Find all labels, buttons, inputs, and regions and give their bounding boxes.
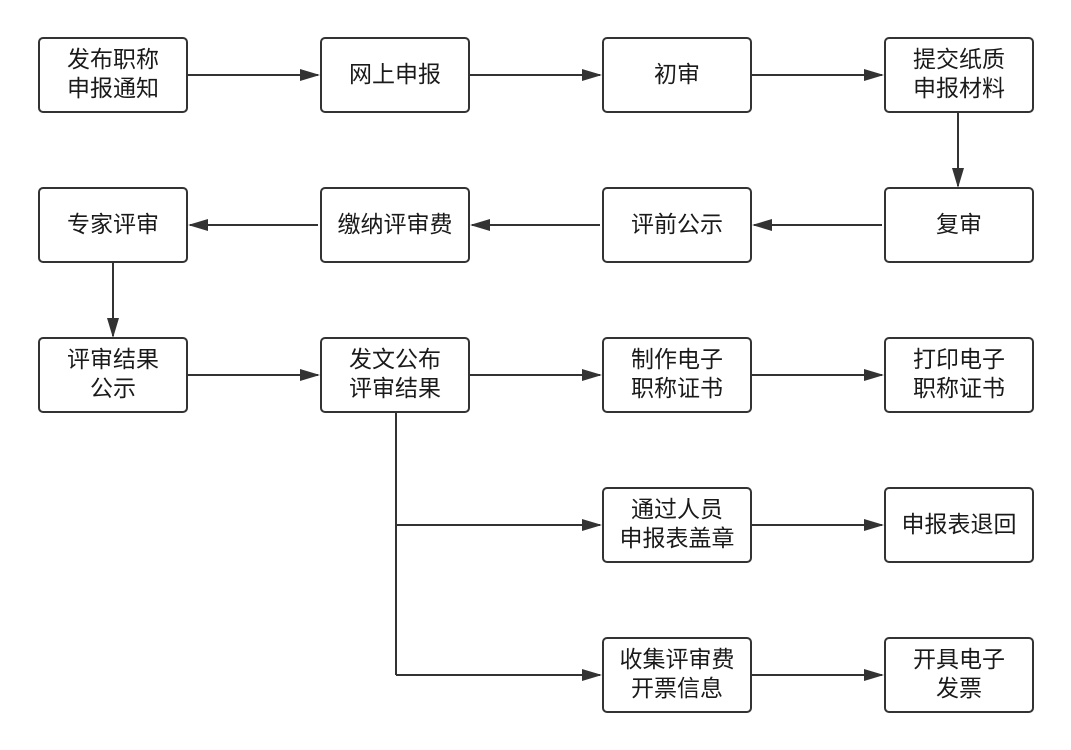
step-return-form: 申报表退回 — [884, 487, 1034, 563]
step-make-cert-label: 制作电子 职称证书 — [631, 347, 723, 402]
step-issue-invoice-label: 开具电子 发票 — [913, 647, 1005, 702]
step-re-review-label: 复审 — [936, 211, 982, 238]
step-re-review: 复审 — [884, 187, 1034, 263]
step-expert-review-label: 专家评审 — [67, 211, 159, 238]
step-submit-paper: 提交纸质 申报材料 — [884, 37, 1034, 113]
step-publish-notice-label: 发布职称 申报通知 — [67, 47, 159, 102]
step-collect-invoice-label: 收集评审费 开票信息 — [619, 647, 735, 702]
step-publish-result: 发文公布 评审结果 — [320, 337, 470, 413]
step-stamp-form-label: 通过人员 申报表盖章 — [619, 497, 735, 552]
step-result-notice-label: 评审结果 公示 — [67, 347, 159, 402]
step-submit-paper-label: 提交纸质 申报材料 — [913, 47, 1005, 102]
step-pre-review-notice: 评前公示 — [602, 187, 752, 263]
step-online-apply: 网上申报 — [320, 37, 470, 113]
step-pay-fee: 缴纳评审费 — [320, 187, 470, 263]
step-online-apply-label: 网上申报 — [349, 61, 441, 88]
step-make-cert: 制作电子 职称证书 — [602, 337, 752, 413]
step-stamp-form: 通过人员 申报表盖章 — [602, 487, 752, 563]
step-print-cert: 打印电子 职称证书 — [884, 337, 1034, 413]
step-return-form-label: 申报表退回 — [901, 511, 1017, 538]
step-initial-review: 初审 — [602, 37, 752, 113]
step-initial-review-label: 初审 — [654, 61, 700, 88]
step-publish-notice: 发布职称 申报通知 — [38, 37, 188, 113]
step-pay-fee-label: 缴纳评审费 — [337, 211, 453, 238]
step-issue-invoice: 开具电子 发票 — [884, 637, 1034, 713]
step-pre-review-notice-label: 评前公示 — [631, 211, 723, 238]
step-print-cert-label: 打印电子 职称证书 — [913, 347, 1005, 402]
step-collect-invoice: 收集评审费 开票信息 — [602, 637, 752, 713]
step-expert-review: 专家评审 — [38, 187, 188, 263]
step-result-notice: 评审结果 公示 — [38, 337, 188, 413]
step-publish-result-label: 发文公布 评审结果 — [349, 347, 441, 402]
